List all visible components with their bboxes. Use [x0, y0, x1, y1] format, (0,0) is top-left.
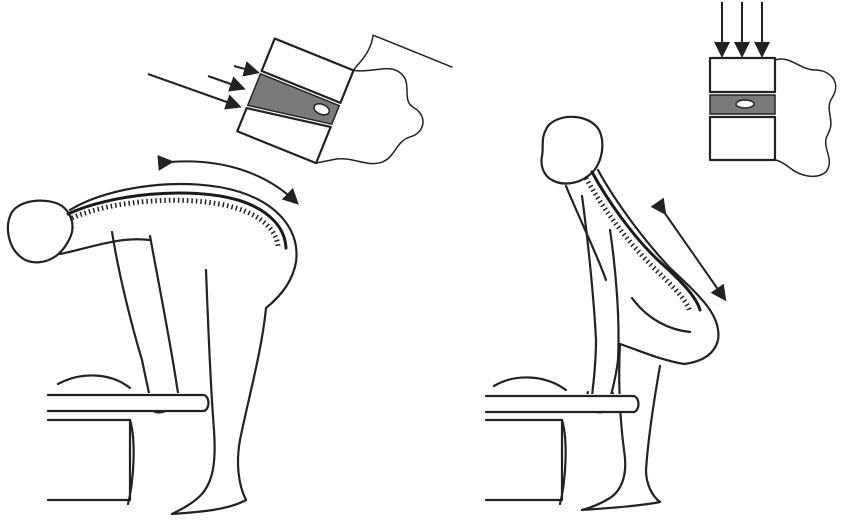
upper-vertebra-body — [710, 58, 775, 92]
left-barbell — [48, 375, 209, 504]
right-panel — [486, 2, 836, 510]
right-thigh-top — [632, 298, 690, 332]
oblique-force-arrows — [148, 66, 256, 106]
left-arm-front — [112, 232, 152, 410]
disc-nucleus — [736, 100, 754, 108]
right-vertebra-inset — [710, 2, 836, 176]
right-back-motion-arrow — [664, 212, 724, 298]
right-arm-back — [610, 230, 619, 400]
right-vertebrae — [586, 178, 690, 312]
left-panel — [8, 1, 452, 514]
right-barbell — [486, 377, 639, 504]
shear-arrow-medium — [208, 76, 242, 88]
left-vertebrae — [72, 200, 278, 246]
shear-arrow-small — [234, 66, 256, 72]
left-vertebra-inset — [148, 1, 452, 196]
right-bench — [486, 420, 566, 504]
right-leg-back — [646, 366, 660, 502]
left-leg-back — [238, 308, 266, 500]
left-back-motion-arrow — [170, 161, 296, 202]
left-arm-back — [150, 236, 182, 410]
axial-force-arrows — [722, 2, 762, 54]
lower-vertebra-body — [710, 117, 775, 160]
right-back-contour — [598, 170, 718, 364]
shear-arrow-large — [148, 74, 238, 106]
left-chest — [60, 239, 150, 254]
right-barbell-plate — [494, 377, 566, 390]
left-figure — [8, 184, 297, 514]
right-leg-front — [582, 344, 625, 510]
posterior-elements — [775, 59, 836, 176]
left-bench — [48, 420, 134, 504]
right-thigh — [620, 344, 684, 364]
left-barbell-plate — [58, 375, 130, 388]
posterior-elements — [316, 56, 438, 195]
right-figure — [486, 117, 718, 510]
left-spine — [68, 193, 286, 248]
